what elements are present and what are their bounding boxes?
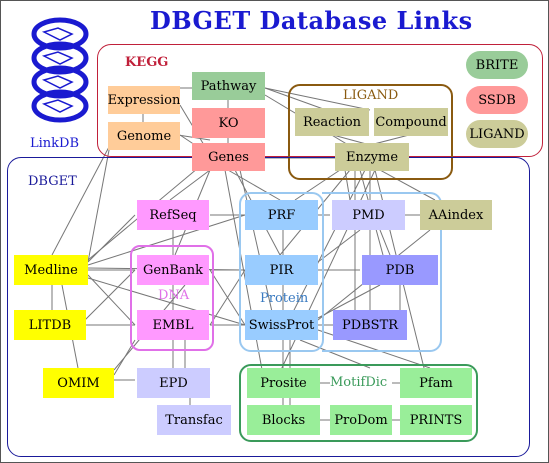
node-pdbstr[interactable]: PDBSTR [333,310,407,340]
dna-label: DNA [158,288,190,303]
node-reaction[interactable]: Reaction [295,108,369,136]
node-medline[interactable]: Medline [14,255,88,285]
node-pir[interactable]: PIR [245,255,318,285]
node-brite[interactable]: BRITE [466,51,528,79]
kegg-region [97,44,543,157]
node-genbank[interactable]: GenBank [137,255,209,285]
protein-label: Protein [260,291,309,306]
node-epd[interactable]: EPD [137,368,210,398]
node-genes[interactable]: Genes [192,143,265,171]
node-prf[interactable]: PRF [245,200,318,230]
node-pdb[interactable]: PDB [362,255,438,285]
node-omim[interactable]: OMIM [43,368,114,398]
protein-region-ext [322,192,442,352]
kegg-label: KEGG [125,55,169,70]
protein-region [239,192,324,352]
motifdic-region [239,364,478,442]
dbget-region [7,157,530,457]
linkdb-label: LinkDB [30,136,80,151]
node-litdb[interactable]: LITDB [14,310,86,340]
ligand-region [288,84,453,180]
node-expression[interactable]: Expression [108,86,180,114]
node-prints[interactable]: PRINTS [400,405,472,435]
node-refseq[interactable]: RefSeq [137,200,209,230]
node-pathway[interactable]: Pathway [192,72,265,100]
node-ligand[interactable]: LIGAND [466,120,528,148]
node-compound[interactable]: Compound [374,108,448,136]
node-transfac[interactable]: Transfac [157,405,231,435]
page-title: DBGET Database Links [150,6,473,35]
node-prodom[interactable]: ProDom [330,405,392,435]
ligand-group-label: LIGAND [343,88,399,103]
node-embl[interactable]: EMBL [137,310,209,340]
node-enzyme[interactable]: Enzyme [335,143,409,171]
node-prosite[interactable]: Prosite [247,368,320,398]
node-blocks[interactable]: Blocks [247,405,320,435]
node-pmd[interactable]: PMD [332,200,405,230]
node-ko[interactable]: KO [192,108,265,138]
dbget-label: DBGET [28,174,77,189]
node-pfam[interactable]: Pfam [400,368,472,398]
node-swissprot[interactable]: SwissProt [245,310,318,340]
node-ssdb[interactable]: SSDB [466,86,528,114]
node-genome[interactable]: Genome [108,122,180,150]
node-aaindex[interactable]: AAindex [420,200,492,230]
dna-region [130,245,214,351]
motifdic-label: MotifDic [330,375,388,390]
